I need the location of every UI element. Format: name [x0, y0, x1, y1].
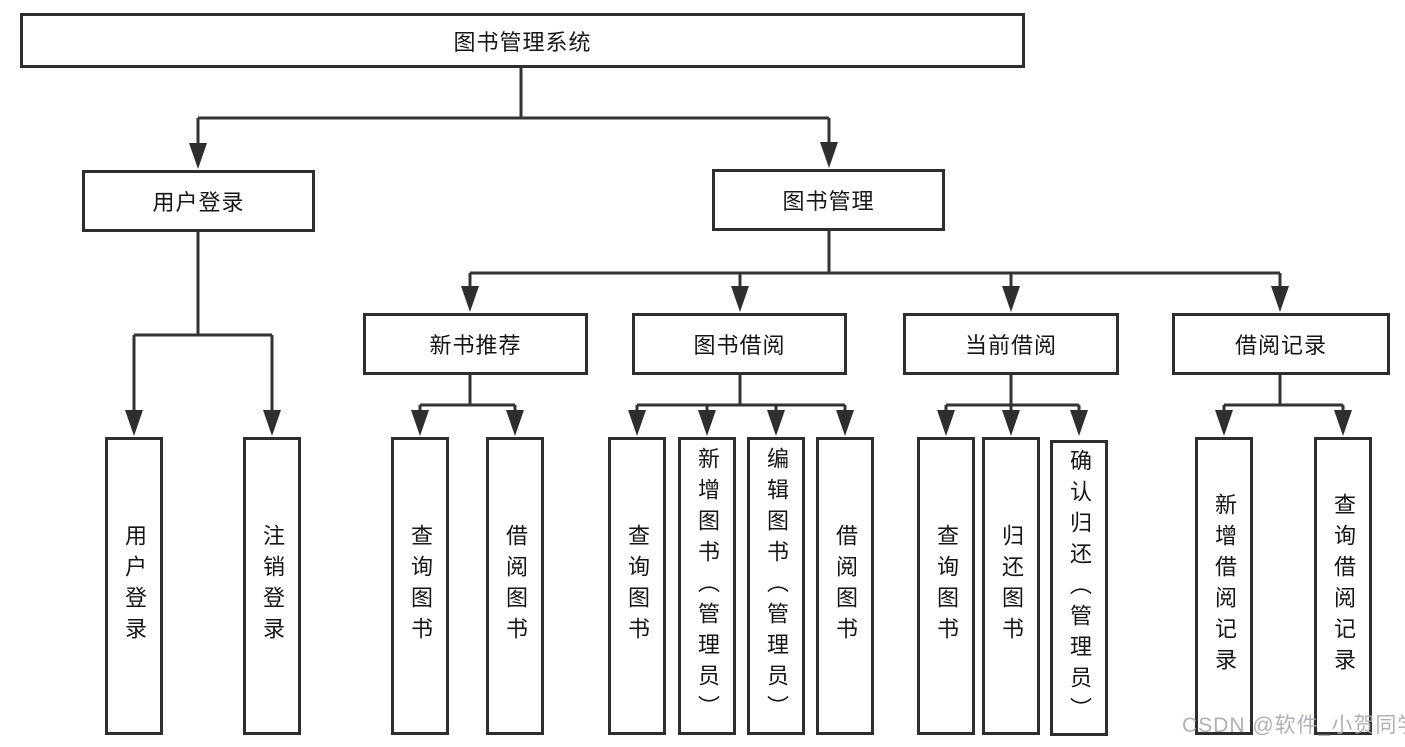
leaf-label: 借阅图书	[833, 524, 858, 648]
leaf-label: 新增图书（管理员）	[695, 446, 720, 726]
leaf-label: 归还图书	[999, 524, 1024, 648]
node-book-borrow: 图书借阅	[632, 313, 847, 375]
leaf-borrow-books: 借阅图书	[816, 437, 874, 735]
leaf-logout: 注销登录	[243, 437, 301, 735]
leaf-confirm-return-admin: 确认归还（管理员）	[1050, 440, 1108, 736]
node-new-book-recommend: 新书推荐	[363, 313, 588, 375]
leaf-query-books-current: 查询图书	[917, 437, 975, 735]
leaf-add-books-admin: 新增图书（管理员）	[678, 437, 736, 735]
leaf-label: 查询图书	[934, 524, 959, 648]
node-book-management: 图书管理	[712, 169, 945, 231]
leaf-label: 确认归还（管理员）	[1067, 448, 1092, 728]
node-borrow-records: 借阅记录	[1172, 313, 1390, 375]
csdn-watermark: CSDN @软件_小贺同学	[1182, 714, 1405, 737]
leaf-add-borrow-record: 新增借阅记录	[1195, 437, 1253, 735]
leaf-label: 编辑图书（管理员）	[764, 446, 789, 726]
leaf-edit-books-admin: 编辑图书（管理员）	[747, 437, 805, 735]
arrowheads	[125, 142, 1352, 436]
leaf-query-books-borrow: 查询图书	[608, 437, 666, 735]
connector-path	[132, 68, 1345, 414]
leaf-label: 借阅图书	[503, 524, 528, 648]
leaf-query-books-recommend: 查询图书	[391, 437, 449, 735]
leaf-label: 注销登录	[260, 524, 285, 648]
leaf-borrow-books-recommend: 借阅图书	[486, 437, 544, 735]
leaf-label: 用户登录	[122, 524, 147, 648]
leaf-return-books: 归还图书	[982, 437, 1040, 735]
leaf-user-login: 用户登录	[105, 437, 163, 735]
leaf-label: 查询图书	[625, 524, 650, 648]
leaf-label: 新增借阅记录	[1212, 493, 1237, 679]
leaf-label: 查询借阅记录	[1331, 493, 1356, 679]
node-user-login: 用户登录	[82, 170, 315, 232]
node-root-system: 图书管理系统	[20, 13, 1025, 68]
leaf-query-borrow-record: 查询借阅记录	[1314, 437, 1372, 735]
leaf-label: 查询图书	[408, 524, 433, 648]
node-current-borrow: 当前借阅	[903, 313, 1119, 375]
